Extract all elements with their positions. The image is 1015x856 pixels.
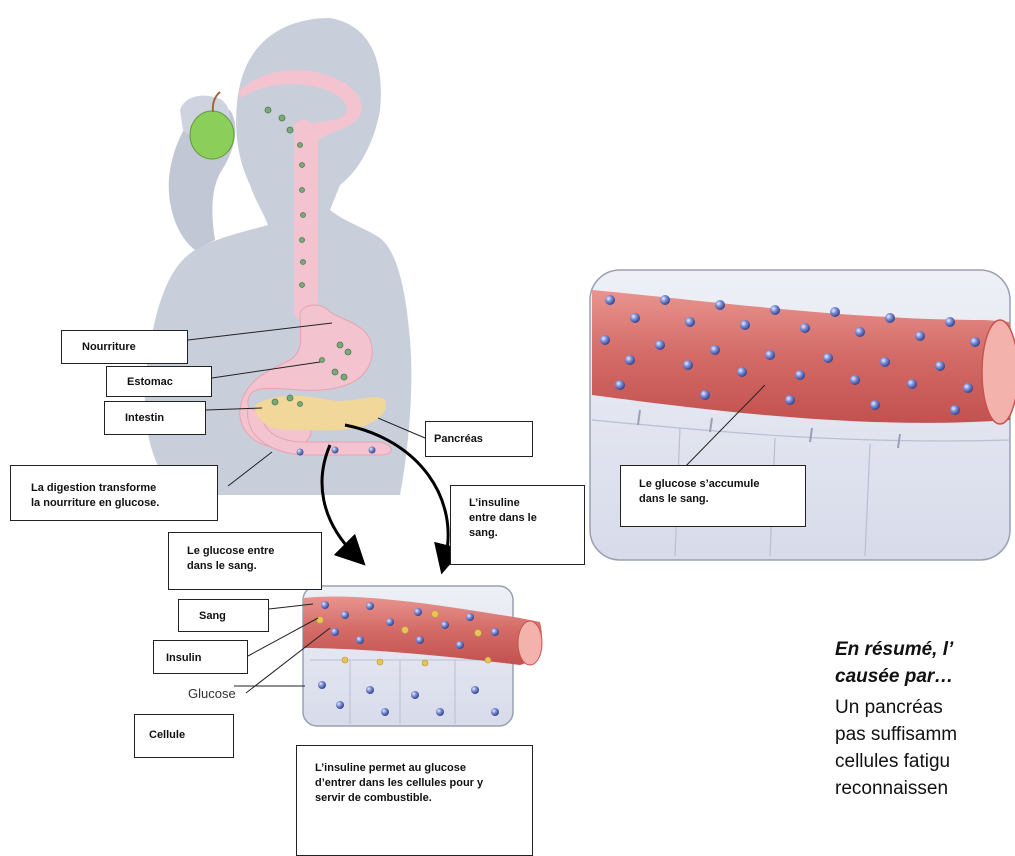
label-glucose-accumule: Le glucose s’accumule dans le sang.: [620, 465, 806, 527]
summary-body: Un pancréas pas suffisamm cellules fatig…: [835, 694, 1015, 802]
apple: [190, 111, 234, 159]
vessel-panel-small: [303, 586, 542, 726]
label-estomac: Estomac: [106, 366, 212, 397]
label-pancreas: Pancréas: [425, 421, 533, 457]
label-glucose-entre: Le glucose entre dans le sang.: [168, 532, 322, 590]
label-sang: Sang: [178, 599, 269, 632]
label-digestion: La digestion transforme la nourriture en…: [10, 465, 218, 521]
label-insuline-entre: L’insuline entre dans le sang.: [450, 485, 585, 565]
label-insulin: Insulin: [153, 640, 248, 674]
label-cellule: Cellule: [134, 714, 234, 758]
label-glucose: Glucose: [188, 686, 236, 701]
label-intestin: Intestin: [104, 401, 206, 435]
summary-title: En résumé, l’ causée par…: [835, 636, 1015, 690]
label-nourriture: Nourriture: [61, 330, 188, 364]
label-insuline-permet: L’insuline permet au glucose d’entrer da…: [296, 745, 533, 856]
